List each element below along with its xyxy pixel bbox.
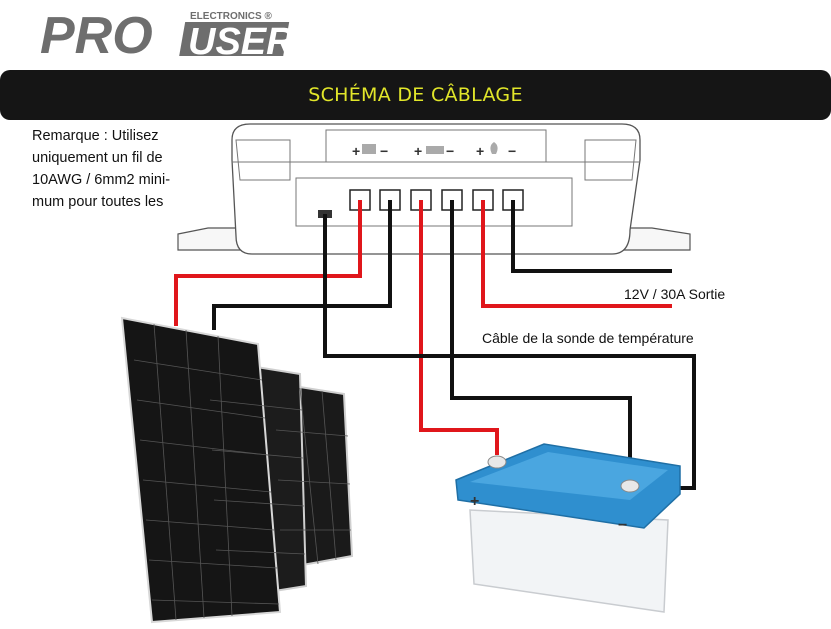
panel-minus-solar: −: [380, 143, 388, 159]
solar-panels: [120, 316, 354, 624]
controller-terminal-strip: [295, 177, 573, 227]
solar-panel-front: [120, 316, 282, 624]
battery-lid-top: [470, 452, 668, 500]
wire-load-negative: [511, 200, 672, 273]
wire-battery-negative: [450, 200, 632, 482]
note-line-3: 10AWG / 6mm2 mini-: [32, 172, 171, 188]
battery-minus-mark: −: [618, 517, 627, 534]
wiring-note: Remarque : Utilisez uniquement un fil de…: [32, 125, 207, 213]
battery-positive-post: [487, 455, 507, 469]
title-banner: SCHÉMA DE CÂBLAGE: [0, 70, 831, 120]
logo-tagline: ELECTRONICS ®: [190, 11, 272, 22]
panel-plus-battery: +: [414, 143, 422, 159]
note-line-4: mum pour toutes les: [32, 194, 164, 210]
controller-left-ear: [235, 139, 291, 181]
output-label: 12V / 30A Sortie: [624, 286, 726, 302]
wire-load-positive: [481, 200, 672, 308]
controller-right-ear: [584, 139, 637, 181]
logo-user-text: USER: [188, 21, 294, 60]
logo-pro-text: PRO: [40, 7, 153, 60]
wire-temp-probe: [323, 214, 696, 490]
panel-plus-load: +: [476, 143, 484, 159]
panel-minus-load: −: [508, 143, 516, 159]
wire-battery-positive: [419, 200, 499, 455]
note-line-2: uniquement un fil de: [32, 150, 163, 166]
wire-solar-negative: [212, 200, 392, 330]
prouser-logo: PRO USER ELECTRONICS ®: [40, 7, 294, 60]
temp-probe-label: Câble de la sonde de température: [482, 330, 694, 346]
page-title: SCHÉMA DE CÂBLAGE: [308, 84, 523, 106]
bulb-icon: [490, 142, 498, 154]
battery-plus-mark: +: [470, 493, 479, 510]
battery-icon: [426, 146, 444, 154]
logo-user-box: [179, 22, 290, 56]
solar-panel-icon: [362, 144, 376, 154]
panel-minus-battery: −: [446, 143, 454, 159]
note-line-1: Remarque : Utilisez: [32, 128, 159, 144]
wire-solar-positive: [174, 200, 362, 326]
panel-plus-solar: +: [352, 143, 360, 159]
charge-controller: + − + − + −: [177, 123, 691, 255]
battery-negative-post: [620, 479, 640, 493]
battery: + −: [455, 443, 681, 613]
